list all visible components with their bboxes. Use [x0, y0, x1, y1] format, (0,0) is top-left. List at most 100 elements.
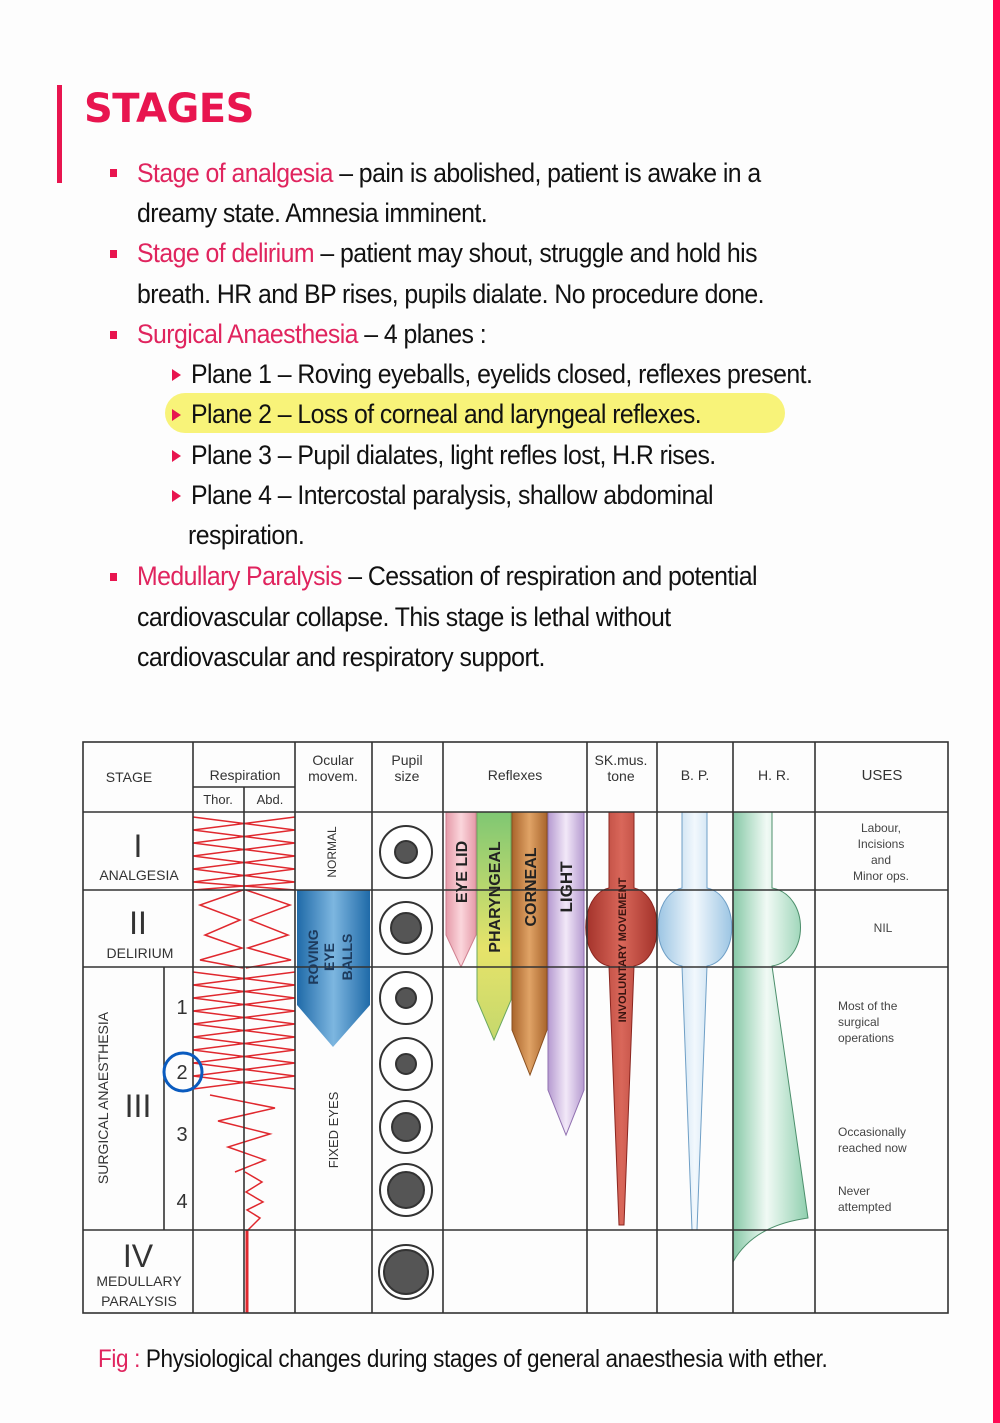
bullet-delirium: Stage of delirium – patient may shout, s… — [137, 233, 758, 274]
header-pupil: Pupil — [391, 752, 422, 768]
reflex-eyelid-label: EYE LID — [454, 841, 471, 903]
pupil-stage1 — [379, 825, 433, 879]
uses-plane3-b: reached now — [838, 1141, 907, 1155]
plane-2-circle-annotation — [162, 1051, 204, 1093]
page-title: STAGES — [84, 86, 254, 132]
header-respiration: Respiration — [210, 767, 281, 783]
stage-4-name-2: PARALYSIS — [101, 1293, 177, 1309]
stage-1-numeral: I — [134, 828, 143, 864]
skeletal-muscle-tone-shape — [585, 811, 658, 1226]
uses-delirium: NIL — [874, 921, 893, 935]
abdominal-trace-stage2 — [245, 889, 293, 969]
thoracic-trace-stage2 — [197, 889, 245, 969]
desc: – Cessation of respiration and potential — [341, 561, 757, 591]
stage-3-name: SURGICAL ANAESTHESIA — [95, 1011, 111, 1184]
bullet-medullary: Medullary Paralysis – Cessation of respi… — [137, 556, 758, 597]
triangle-bullet-icon — [172, 409, 181, 421]
figure-caption: Fig : Physiological changes during stage… — [98, 1345, 828, 1374]
ocular-normal: NORMAL — [325, 826, 339, 878]
bullet-surgical: Surgical Anaesthesia – 4 planes : — [137, 314, 487, 355]
stage-4-name: MEDULLARY — [96, 1273, 182, 1289]
stage-2-name: DELIRIUM — [107, 945, 174, 961]
header-bp: B. P. — [681, 767, 710, 783]
caption-label: Fig : — [98, 1345, 140, 1373]
uses-plane1-2: Most of the — [838, 999, 898, 1013]
ocular-fixed: FIXED EYES — [326, 1091, 341, 1168]
plane-3: Plane 3 – Pupil dialates, light refles l… — [191, 440, 716, 470]
uses-analgesia-2: Incisions — [858, 837, 905, 851]
header-uses: USES — [862, 767, 903, 784]
plane-3-label: 3 — [176, 1124, 187, 1146]
header-skmus-2: tone — [607, 768, 634, 784]
bullet-medullary-cont2: cardiovascular and respiratory support. — [137, 642, 545, 672]
header-ocular: Ocular — [312, 752, 354, 768]
bullet-analgesia-cont: dreamy state. Amnesia imminent. — [137, 198, 488, 228]
plane-4: Plane 4 – Intercostal paralysis, shallow… — [191, 480, 713, 510]
reflex-corneal-label: CORNEAL — [523, 847, 540, 926]
bullet-marker — [110, 573, 117, 581]
uses-analgesia: Labour, — [861, 821, 901, 835]
reflex-light-label: LIGHT — [557, 861, 576, 913]
bullet-marker — [110, 169, 117, 177]
stage-4-numeral: IV — [123, 1238, 154, 1274]
heart-rate-shape — [732, 811, 809, 1264]
trace-plane3 — [209, 1094, 276, 1173]
pupil-icons — [378, 825, 434, 1300]
bullet-delirium-cont: breath. HR and BP rises, pupils dialate.… — [137, 279, 765, 309]
term: Medullary Paralysis — [137, 561, 342, 591]
triangle-bullet-icon — [172, 450, 181, 462]
ocular-roving: ROVING — [305, 929, 321, 984]
ocular-roving-2: EYE — [321, 943, 337, 971]
trace-plane4 — [244, 1171, 265, 1231]
bullet-medullary-cont: cardiovascular collapse. This stage is l… — [137, 602, 671, 632]
triangle-bullet-icon — [172, 369, 181, 381]
header-hr: H. R. — [758, 767, 790, 783]
bullet-marker — [110, 250, 117, 258]
header-pupil-2: size — [395, 768, 420, 784]
stage-1-name: ANALGESIA — [99, 867, 179, 883]
pupil-stage4 — [378, 1244, 434, 1300]
caption-text: Physiological changes during stages of g… — [139, 1345, 828, 1373]
plane-2: Plane 2 – Loss of corneal and laryngeal … — [191, 399, 702, 429]
term: Stage of delirium — [137, 238, 315, 268]
bullet-analgesia: Stage of analgesia – pain is abolished, … — [137, 153, 761, 194]
blood-pressure-shape — [657, 811, 733, 1231]
heading-accent-bar — [57, 85, 62, 183]
pupil-plane2 — [379, 1037, 433, 1091]
header-ocular-2: movem. — [308, 768, 358, 784]
uses-analgesia-4: Minor ops. — [853, 869, 909, 883]
desc: – patient may shout, struggle and hold h… — [314, 238, 758, 268]
plane-4-cont: respiration. — [188, 520, 305, 550]
desc: – 4 planes : — [357, 319, 487, 349]
plane-1: Plane 1 – Roving eyeballs, eyelids close… — [191, 359, 813, 389]
header-abd: Abd. — [257, 792, 284, 807]
plane-1-label: 1 — [176, 997, 187, 1019]
pupil-stage2 — [379, 901, 433, 955]
roving-eyeballs-arrow — [297, 890, 370, 1047]
header-skmus: SK.mus. — [595, 752, 648, 768]
ocular-roving-3: BALLS — [339, 934, 355, 981]
light-reflex-bar — [547, 811, 585, 1137]
term: Stage of analgesia — [137, 158, 333, 188]
uses-plane3: Occasionally — [838, 1125, 906, 1139]
bullet-marker — [110, 331, 117, 339]
uses-analgesia-3: and — [871, 853, 891, 867]
uses-plane4: Never — [838, 1184, 870, 1198]
sk-mus-label: INVOLUNTARY MOVEMENT — [617, 877, 629, 1022]
uses-plane1-2-c: operations — [838, 1031, 894, 1045]
triangle-bullet-icon — [172, 490, 181, 502]
uses-plane4-b: attempted — [838, 1200, 891, 1214]
right-accent-bar — [993, 0, 1000, 1423]
uses-plane1-2-b: surgical — [838, 1015, 879, 1029]
header-thor: Thor. — [203, 792, 233, 807]
stage-2-numeral: II — [129, 905, 147, 941]
pupil-plane3 — [379, 1100, 433, 1154]
plane-2-label: 2 — [176, 1062, 187, 1084]
table-grid — [82, 741, 949, 1314]
plane-4-label: 4 — [176, 1191, 187, 1213]
pupil-plane4 — [379, 1163, 433, 1217]
pupil-plane1 — [379, 971, 433, 1025]
header-reflexes: Reflexes — [488, 767, 542, 783]
desc: – pain is abolished, patient is awake in… — [332, 158, 761, 188]
